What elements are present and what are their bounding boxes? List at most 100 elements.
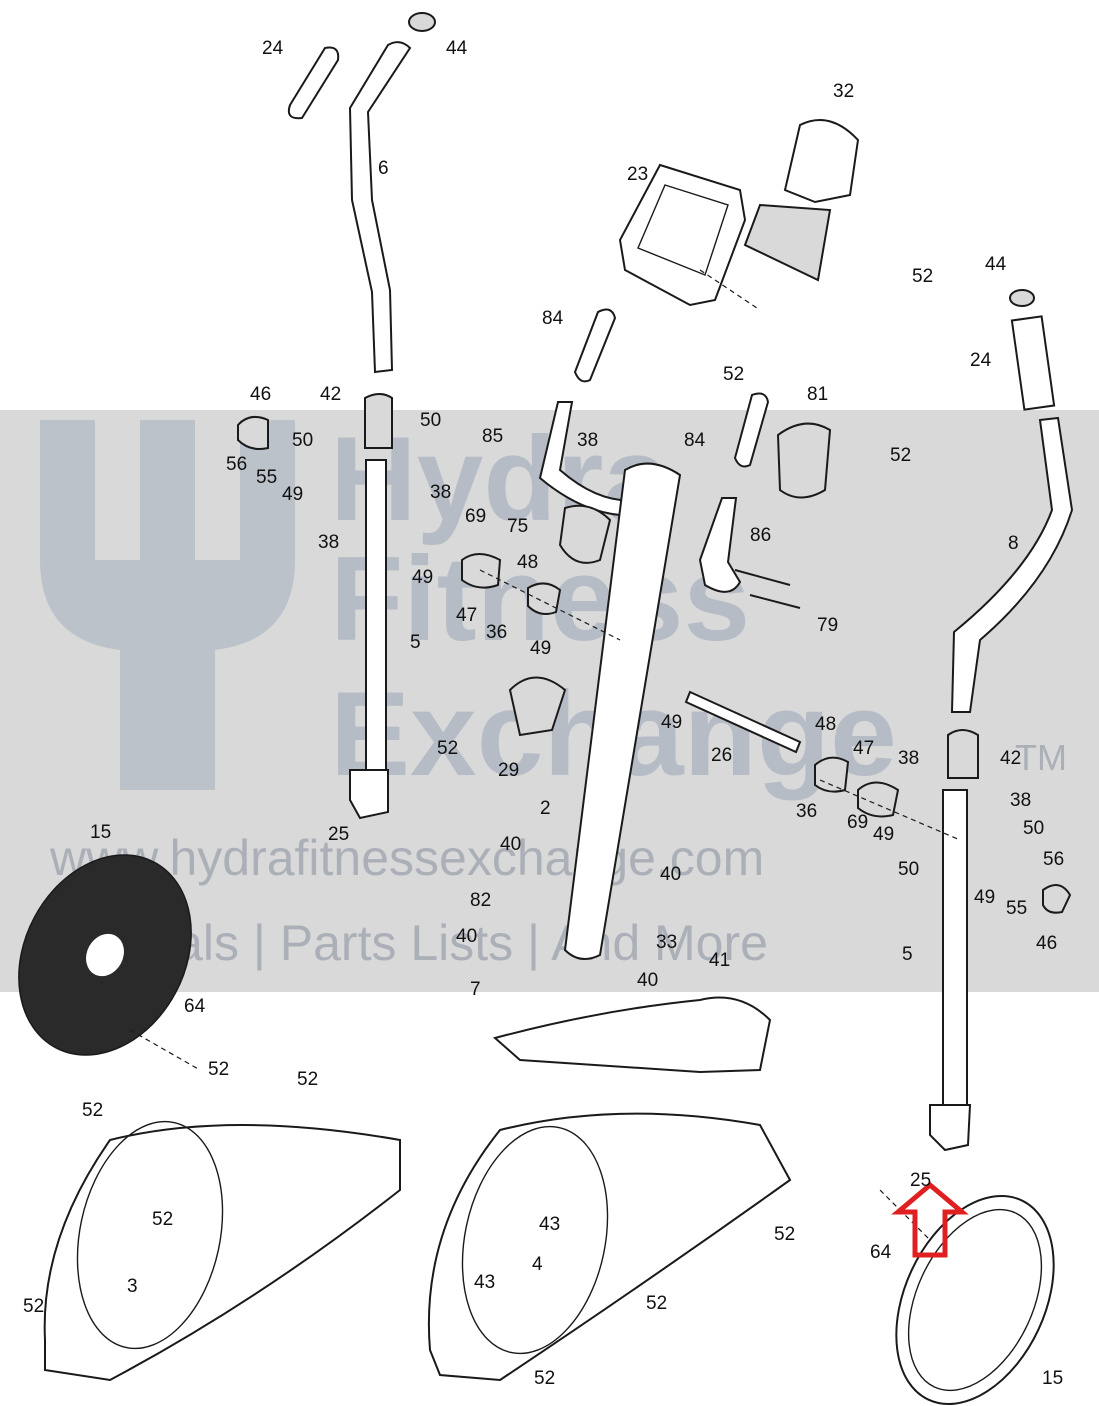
watermark-logo-icon [40, 420, 295, 790]
parts-drawing [18, 12, 1074, 1405]
callout-50: 50 [420, 410, 441, 431]
callout-50: 50 [898, 859, 919, 880]
part-8-right-upper-arm [950, 416, 1074, 713]
part-44-right-end-cap [1009, 289, 1035, 307]
part-6-left-upper-arm [348, 41, 412, 374]
part-23-console [618, 163, 747, 307]
callout-38: 38 [577, 430, 598, 451]
callout-82: 82 [470, 890, 491, 911]
callout-38: 38 [430, 482, 451, 503]
callout-55: 55 [1006, 898, 1027, 919]
part-48-right-bushing [814, 756, 850, 793]
callout-84: 84 [684, 430, 706, 451]
callout-44: 44 [985, 254, 1007, 275]
callout-46: 46 [1036, 933, 1057, 954]
callout-32: 32 [833, 81, 854, 102]
callout-75: 75 [507, 516, 528, 537]
callout-40: 40 [456, 926, 477, 947]
part-81-shroud [776, 422, 832, 499]
callout-84: 84 [542, 308, 564, 329]
callout-40: 40 [660, 864, 681, 885]
part-32-console-cover [783, 119, 860, 204]
callout-52: 52 [774, 1224, 795, 1245]
dashed-line-disc-right [879, 1189, 931, 1241]
callout-36: 36 [796, 801, 817, 822]
callout-38: 38 [898, 748, 919, 769]
part-86-handlebar-right [698, 497, 742, 593]
callout-52: 52 [723, 364, 744, 385]
callout-5: 5 [902, 944, 913, 965]
part-79-bolt-b [749, 594, 801, 609]
callout-25: 25 [910, 1170, 931, 1191]
callout-2: 2 [540, 798, 551, 819]
callout-47: 47 [853, 738, 874, 759]
callout-43: 43 [539, 1214, 560, 1235]
callout-29: 29 [498, 760, 519, 781]
part-left-arm-bracket [349, 769, 389, 820]
part-26-axle [684, 690, 802, 754]
callout-64: 64 [870, 1242, 892, 1263]
part-42-left-cap [364, 393, 393, 449]
callout-52: 52 [208, 1059, 229, 1080]
callout-64: 64 [184, 996, 206, 1017]
dashed-line-pivot-right [819, 779, 961, 841]
callout-56: 56 [226, 454, 247, 475]
callout-6: 6 [378, 158, 389, 179]
part-29-bracket [508, 676, 567, 737]
callout-52: 52 [890, 445, 911, 466]
callout-8: 8 [1008, 533, 1019, 554]
part-24-left-grip [287, 46, 340, 120]
callout-26: 26 [711, 745, 732, 766]
callout-86: 86 [750, 525, 771, 546]
part-15-left-disc-hub [86, 933, 124, 977]
callout-49: 49 [974, 887, 995, 908]
part-48-left-bushing [527, 582, 562, 615]
part-23-console-screen [637, 184, 729, 276]
callout-38: 38 [1010, 790, 1031, 811]
part-callouts: 24 44 6 32 23 52 44 84 52 24 46 42 50 81… [23, 38, 1064, 1389]
callout-3: 3 [127, 1276, 138, 1297]
part-46-right-pivot [1042, 884, 1072, 914]
callout-42: 42 [320, 384, 341, 405]
part-4-right-shroud [427, 1112, 792, 1382]
part-15-right-disc [895, 1195, 1055, 1405]
part-2-upright [563, 462, 682, 960]
part-console-bracket [743, 203, 832, 282]
callout-56: 56 [1043, 849, 1064, 870]
callout-49: 49 [282, 484, 303, 505]
callout-43: 43 [474, 1272, 495, 1293]
part-84-pulse-grip-right [733, 392, 770, 468]
part-24-right-grip [1010, 315, 1056, 411]
part-5-left-lower-arm [365, 459, 387, 781]
callout-48: 48 [517, 552, 538, 573]
callout-69: 69 [465, 506, 486, 527]
part-42-right-cap [947, 729, 979, 779]
callout-52: 52 [297, 1069, 318, 1090]
callout-46: 46 [250, 384, 271, 405]
callout-33: 33 [656, 932, 677, 953]
callout-52: 52 [646, 1293, 667, 1314]
callout-48: 48 [815, 714, 836, 735]
callout-41: 41 [709, 950, 730, 971]
dashed-line-console [699, 269, 761, 311]
callout-49: 49 [412, 567, 433, 588]
part-5-right-lower-arm [942, 789, 968, 1111]
callout-52: 52 [534, 1368, 555, 1389]
callout-55: 55 [256, 467, 277, 488]
callout-24: 24 [970, 350, 992, 371]
callout-52: 52 [912, 266, 933, 287]
part-46-left-pivot [237, 415, 269, 450]
callout-15: 15 [90, 822, 111, 843]
callout-5: 5 [410, 632, 421, 653]
part-right-arm-bracket [929, 1104, 972, 1152]
callout-81: 81 [807, 384, 828, 405]
part-44-end-cap [408, 12, 436, 32]
callout-42: 42 [1000, 748, 1021, 769]
callout-23: 23 [627, 164, 648, 185]
part-79-bolt-a [734, 569, 791, 586]
callout-24: 24 [262, 38, 284, 59]
callout-38: 38 [318, 532, 339, 553]
part-84-pulse-grip-left [573, 308, 617, 383]
callout-50: 50 [1023, 818, 1044, 839]
callout-4: 4 [532, 1254, 543, 1275]
